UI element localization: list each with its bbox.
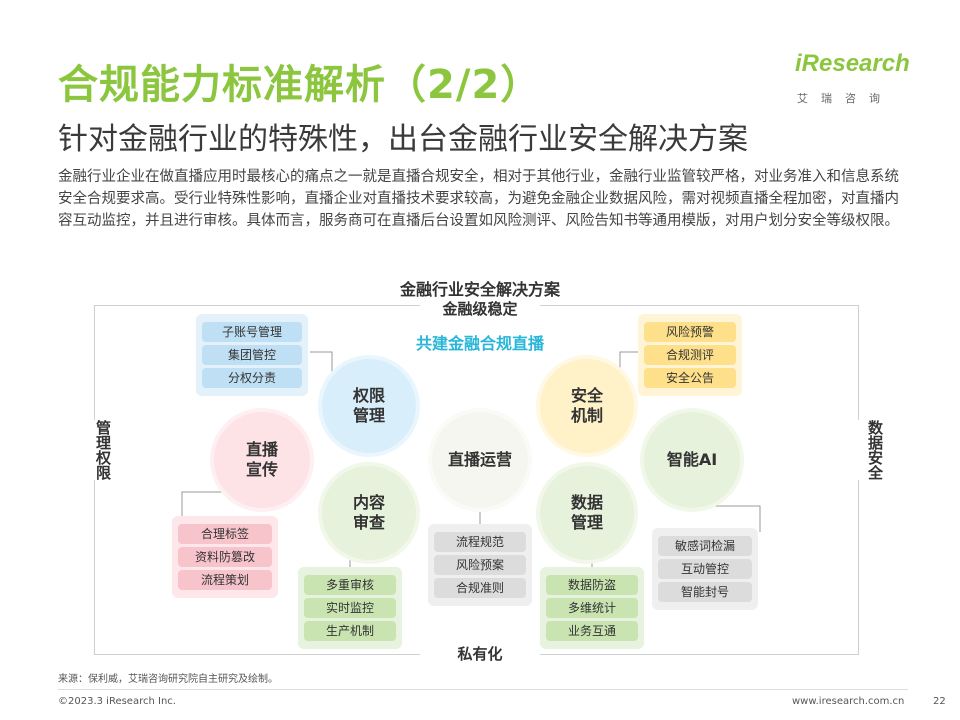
- page-number: 22: [933, 696, 946, 707]
- panel-data: 数据防盗 多维统计 业务互通: [540, 567, 644, 649]
- panel-item: 互动管控: [658, 559, 752, 579]
- panel-item: 实时监控: [304, 598, 396, 618]
- panel-item: 多维统计: [546, 598, 638, 618]
- node-security-label: 安全 机制: [570, 386, 603, 425]
- panel-item: 子账号管理: [202, 322, 302, 342]
- panel-permission: 子账号管理 集团管控 分权分责: [196, 314, 308, 396]
- node-data: 数据 管理: [536, 462, 638, 564]
- panel-ai: 敏感词检漏 互动管控 智能封号: [652, 528, 758, 610]
- node-security: 安全 机制: [536, 355, 638, 457]
- panel-item: 集团管控: [202, 345, 302, 365]
- logo-subtext: 艾瑞咨询: [797, 92, 893, 105]
- panel-item: 安全公告: [644, 368, 736, 388]
- panel-item: 合规准则: [434, 578, 526, 598]
- edge-label-top: 金融级稳定: [420, 298, 540, 319]
- connector-security: [619, 351, 638, 372]
- node-permission: 权限 管理: [318, 355, 420, 457]
- panel-item: 风险预案: [434, 555, 526, 575]
- panel-item: 数据防盗: [546, 575, 638, 595]
- logo-text: iResearch: [795, 50, 910, 77]
- node-content: 内容 审查: [318, 462, 420, 564]
- footer-source: 来源：保利威，艾瑞咨询研究院自主研究及绘制。: [58, 674, 278, 685]
- panel-security: 风险预警 合规测评 安全公告: [638, 314, 742, 396]
- panel-item: 生产机制: [304, 621, 396, 641]
- panel-item: 分权分责: [202, 368, 302, 388]
- panel-operation: 流程规范 风险预案 合规准则: [428, 524, 532, 606]
- node-promotion: 直播 宣传: [210, 408, 314, 512]
- panel-item: 敏感词检漏: [658, 536, 752, 556]
- panel-promotion: 合理标签 资料防篡改 流程策划: [172, 516, 278, 598]
- node-permission-label: 权限 管理: [352, 386, 385, 425]
- node-ai-label: 智能AI: [666, 450, 718, 469]
- node-promotion-label: 直播 宣传: [245, 440, 278, 479]
- footer-divider: [58, 689, 908, 690]
- panel-item: 流程策划: [178, 570, 272, 590]
- footer-url[interactable]: www.iresearch.com.cn: [792, 696, 905, 707]
- edge-label-right: 数据安全: [846, 420, 886, 480]
- node-ai: 智能AI: [640, 408, 744, 512]
- node-content-label: 内容 审查: [352, 493, 385, 532]
- edge-label-bottom: 私有化: [420, 643, 540, 664]
- iresearch-logo: iResearch 艾瑞咨询: [795, 50, 915, 105]
- connector-permission: [310, 351, 333, 372]
- panel-item: 多重审核: [304, 575, 396, 595]
- center-slogan: 共建金融合规直播: [415, 334, 544, 353]
- panel-item: 风险预警: [644, 322, 736, 342]
- diagram-title: 金融行业安全解决方案: [399, 280, 560, 299]
- footer-copyright: ©2023.3 iResearch Inc.: [58, 696, 176, 707]
- panel-item: 资料防篡改: [178, 547, 272, 567]
- panel-content: 多重审核 实时监控 生产机制: [298, 567, 402, 649]
- panel-item: 业务互通: [546, 621, 638, 641]
- node-data-label: 数据 管理: [570, 493, 603, 532]
- edge-label-left: 管理权限: [74, 420, 114, 480]
- node-center-label: 直播运营: [447, 450, 512, 469]
- panel-item: 合理标签: [178, 524, 272, 544]
- page-title: 合规能力标准解析（2/2）: [58, 62, 542, 108]
- panel-item: 合规测评: [644, 345, 736, 365]
- node-center: 直播运营: [428, 408, 532, 512]
- intro-paragraph: 金融行业企业在做直播应用时最核心的痛点之一就是直播合规安全，相对于其他行业，金融…: [58, 169, 899, 229]
- page-subtitle: 针对金融行业的特殊性，出台金融行业安全解决方案: [58, 122, 748, 157]
- panel-item: 智能封号: [658, 582, 752, 602]
- panel-item: 流程规范: [434, 532, 526, 552]
